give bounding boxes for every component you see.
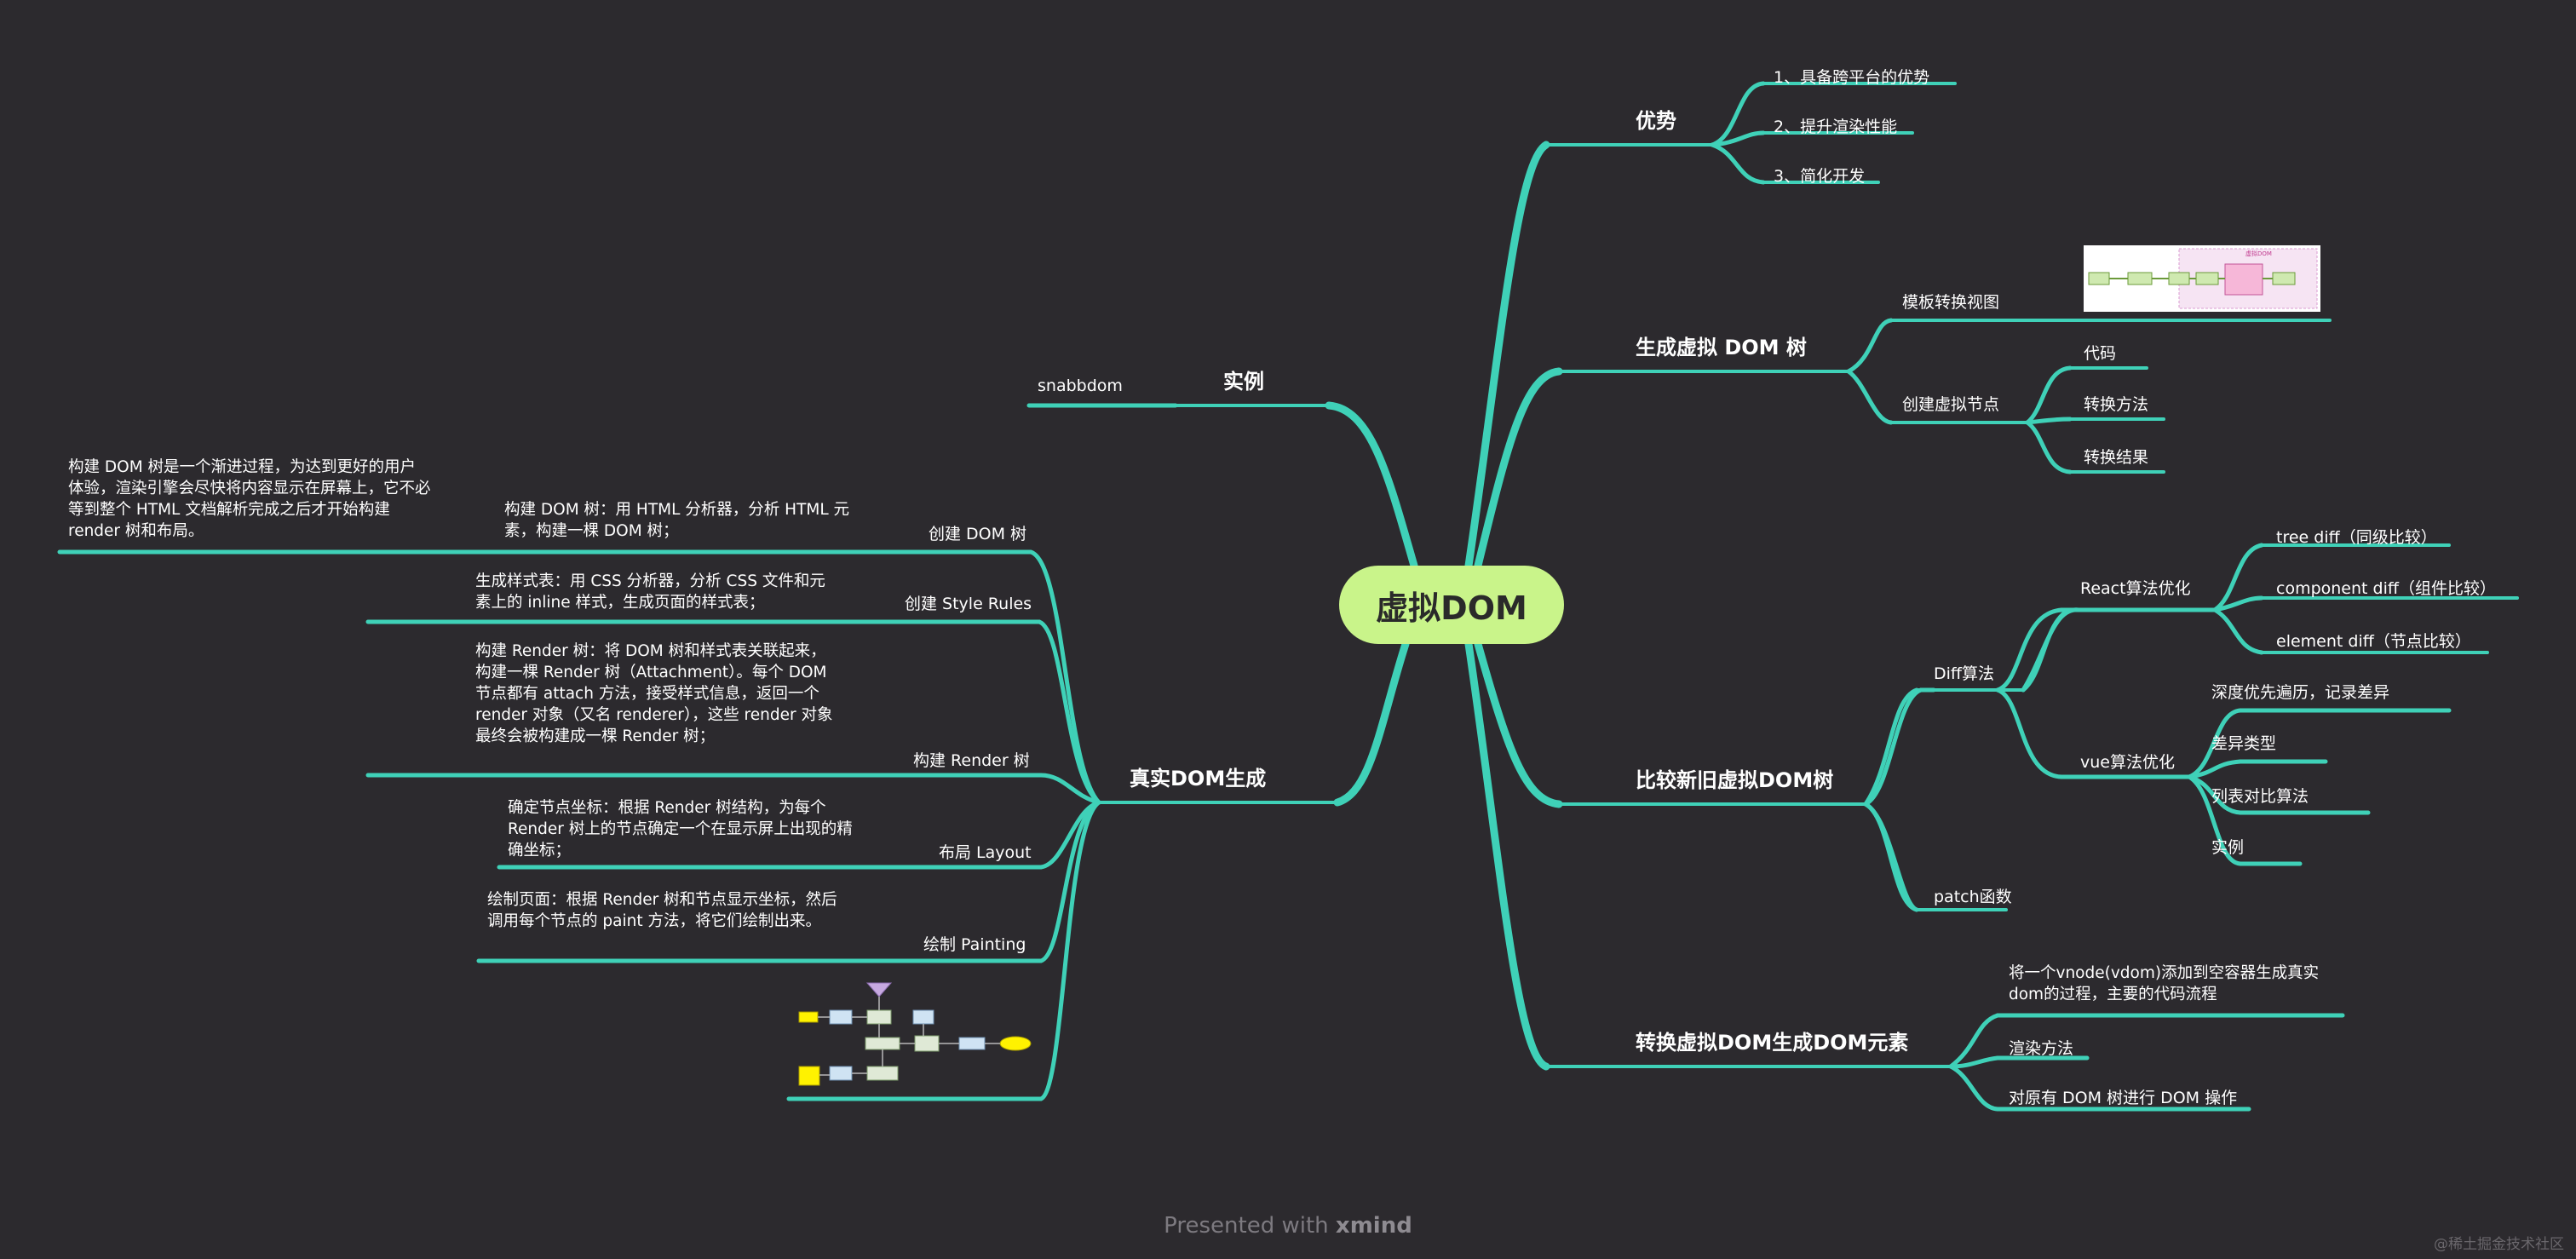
connector-generate	[1474, 367, 1563, 570]
compare-patch[interactable]: patch函数	[1934, 888, 2012, 906]
branch-convert[interactable]: 转换虚拟DOM生成DOM元素	[1636, 1031, 1909, 1055]
watermark: @稀土掘金技术社区	[2434, 1236, 2564, 1253]
create-node-item[interactable]: 代码	[2084, 344, 2117, 363]
branch-generate[interactable]: 生成虚拟 DOM 树	[1636, 336, 1807, 359]
xmind-logo: xmind	[1335, 1213, 1412, 1239]
real-step-label[interactable]: 创建 Style Rules	[905, 595, 1032, 613]
convert-item[interactable]: 渲染方法	[2009, 1039, 2074, 1058]
vue-item[interactable]: 差异类型	[2211, 734, 2277, 753]
thumb-title: 虚拟DOM	[2245, 250, 2272, 257]
diff-react[interactable]: React算法优化	[2080, 579, 2191, 598]
advantage-item[interactable]: 3、简化开发	[1774, 167, 1866, 186]
real-step-desc: 构建 DOM 树：用 HTML 分析器，分析 HTML 元素，构建一棵 DOM …	[504, 501, 850, 540]
generate-template[interactable]: 模板转换视图	[1902, 293, 2000, 312]
connector-advantages	[1464, 141, 1550, 570]
vue-item[interactable]: 实例	[2211, 838, 2245, 857]
real-step-label[interactable]: 布局 Layout	[939, 843, 1032, 862]
real-step-note: 构建 DOM 树是一个渐进过程，为达到更好的用户体验，渲染引擎会尽快将内容显示在…	[68, 458, 431, 540]
real-step-label[interactable]: 创建 DOM 树	[929, 525, 1027, 543]
real-step-label[interactable]: 构建 Render 树	[913, 751, 1030, 770]
create-node-item[interactable]: 转换结果	[2084, 448, 2149, 467]
connector-example	[1325, 401, 1418, 570]
real-step-desc: 确定节点坐标：根据 Render 树结构，为每个 Render 树上的节点确定一…	[508, 799, 853, 859]
react-item[interactable]: tree diff（同级比较）	[2276, 528, 2437, 547]
render-pipeline-thumbnail[interactable]	[796, 980, 1043, 1094]
connector-compare	[1474, 640, 1563, 808]
example-item[interactable]: snabbdom	[1038, 377, 1123, 395]
convert-item[interactable]: 对原有 DOM 树进行 DOM 操作	[2009, 1089, 2238, 1107]
branch-advantages[interactable]: 优势	[1636, 109, 1676, 133]
presented-with-footer: Presented with xmind	[0, 1213, 2576, 1239]
diff-vue[interactable]: vue算法优化	[2080, 753, 2175, 772]
branch-example[interactable]: 实例	[1223, 370, 1264, 394]
compare-diff[interactable]: Diff算法	[1934, 664, 1994, 683]
create-node-item[interactable]: 转换方法	[2084, 395, 2149, 414]
advantage-item[interactable]: 2、提升渲染性能	[1774, 118, 1898, 136]
template-flow-thumbnail[interactable]: 虚拟DOM	[2084, 245, 2320, 312]
react-item[interactable]: element diff（节点比较）	[2276, 632, 2471, 651]
advantage-item[interactable]: 1、具备跨平台的优势	[1774, 68, 1930, 87]
vue-item[interactable]: 列表对比算法	[2211, 787, 2309, 806]
real-step-desc: 构建 Render 树：将 DOM 树和样式表关联起来，构建一棵 Render …	[475, 642, 833, 745]
branch-compare[interactable]: 比较新旧虚拟DOM树	[1636, 768, 1834, 792]
vue-item[interactable]: 深度优先遍历，记录差异	[2211, 683, 2390, 702]
real-step-label[interactable]: 绘制 Painting	[923, 935, 1026, 954]
generate-create-node[interactable]: 创建虚拟节点	[1902, 395, 2000, 414]
real-step-desc: 绘制页面：根据 Render 树和节点显示坐标，然后调用每个节点的 paint …	[487, 891, 837, 930]
footer-prefix: Presented with	[1164, 1213, 1336, 1239]
connector-real	[1333, 640, 1410, 807]
convert-item[interactable]: 将一个vnode(vdom)添加到空容器生成真实dom的过程，主要的代码流程	[2009, 964, 2320, 1003]
real-step-desc: 生成样式表：用 CSS 分析器，分析 CSS 文件和元素上的 inline 样式…	[475, 572, 825, 612]
connector-convert	[1464, 640, 1550, 1071]
branch-real-dom[interactable]: 真实DOM生成	[1130, 767, 1267, 790]
root-topic[interactable]: 虚拟DOM	[1339, 566, 1564, 644]
react-item[interactable]: component diff（组件比较）	[2276, 579, 2496, 598]
